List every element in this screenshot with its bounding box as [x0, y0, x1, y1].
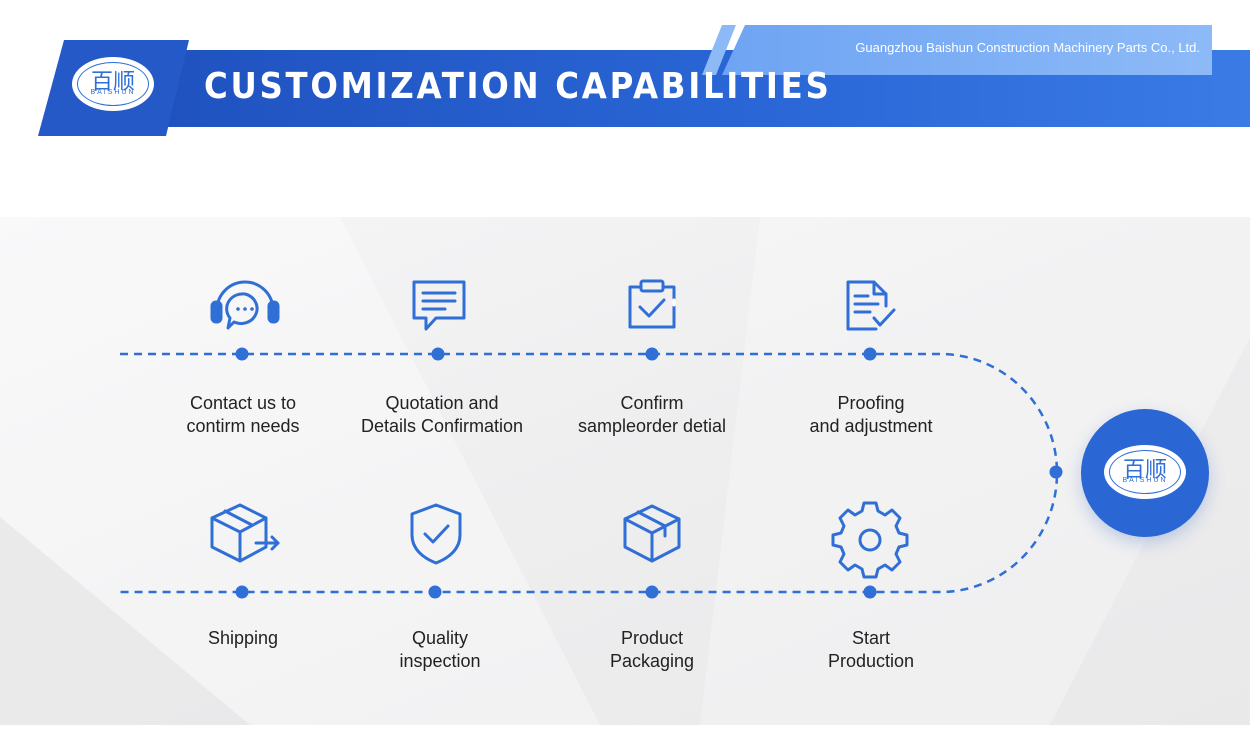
step-dot: [431, 347, 445, 361]
step-dot: [863, 585, 877, 599]
step-label-line: Packaging: [609, 651, 695, 671]
message-icon: [412, 280, 466, 331]
step-label-line: contirm needs: [186, 416, 300, 436]
step-label-line: Start: [851, 628, 890, 648]
box-arrow-icon: [210, 503, 280, 563]
panel-background: [0, 217, 1250, 725]
step-label-line: sampleorder detial: [577, 416, 727, 436]
step-label-contact: Contact us to contirm needs: [133, 392, 353, 438]
package-icon: [623, 504, 681, 563]
headset-chat-icon: [210, 280, 280, 330]
step-label-line: Confirm: [620, 393, 684, 413]
document-check-icon: [846, 280, 896, 331]
logo: 百顺 BAISHUN: [72, 57, 154, 111]
header-banner: 百顺 BAISHUN CUSTOMIZATION CAPABILITIES Gu…: [0, 0, 1250, 150]
step-dot: [235, 585, 249, 599]
step-label-line: Details Confirmation: [360, 416, 524, 436]
step-label-line: Production: [827, 651, 915, 671]
step-label-quotation: Quotation and Details Confirmation: [332, 392, 552, 438]
step-label-proofing: Proofing and adjustment: [761, 392, 981, 438]
step-label-confirm-sample: Confirm sampleorder detial: [542, 392, 762, 438]
step-label-line: Product: [620, 628, 684, 648]
step-dot: [645, 347, 659, 361]
step-label-production: Start Production: [761, 627, 981, 673]
step-dot: [863, 347, 877, 361]
company-name: Guangzhou Baishun Construction Machinery…: [855, 40, 1200, 55]
badge-logo: 百顺 BAISHUN: [1104, 445, 1186, 499]
page-title: CUSTOMIZATION CAPABILITIES: [204, 66, 832, 107]
step-label-line: Quotation and: [385, 393, 499, 413]
step-label-line: inspection: [399, 651, 481, 671]
logo-chinese-text: 百顺: [1122, 458, 1167, 483]
process-panel: [0, 217, 1250, 725]
step-dot: [428, 585, 442, 599]
gear-icon: [831, 501, 909, 579]
step-label-line: and adjustment: [809, 416, 933, 436]
header-shapes: [38, 25, 1250, 136]
step-label-packaging: Product Packaging: [542, 627, 762, 673]
brand-badge: 百顺 BAISHUN: [1081, 409, 1209, 537]
step-label-line: Proofing: [837, 393, 905, 413]
logo-english-text: BAISHUN: [1122, 477, 1168, 484]
logo-english-text: BAISHUN: [90, 89, 136, 96]
logo-chinese-text: 百顺: [90, 70, 135, 95]
step-label-shipping: Shipping: [133, 627, 353, 650]
step-label-quality: Quality inspection: [330, 627, 550, 673]
step-dot: [645, 585, 659, 599]
shield-check-icon: [410, 503, 462, 565]
step-label-line: Shipping: [207, 628, 279, 648]
step-label-line: Quality: [411, 628, 469, 648]
curve-dot: [1049, 465, 1063, 479]
step-label-line: Contact us to: [189, 393, 297, 413]
clipboard-check-icon: [628, 279, 676, 329]
step-dot: [235, 347, 249, 361]
